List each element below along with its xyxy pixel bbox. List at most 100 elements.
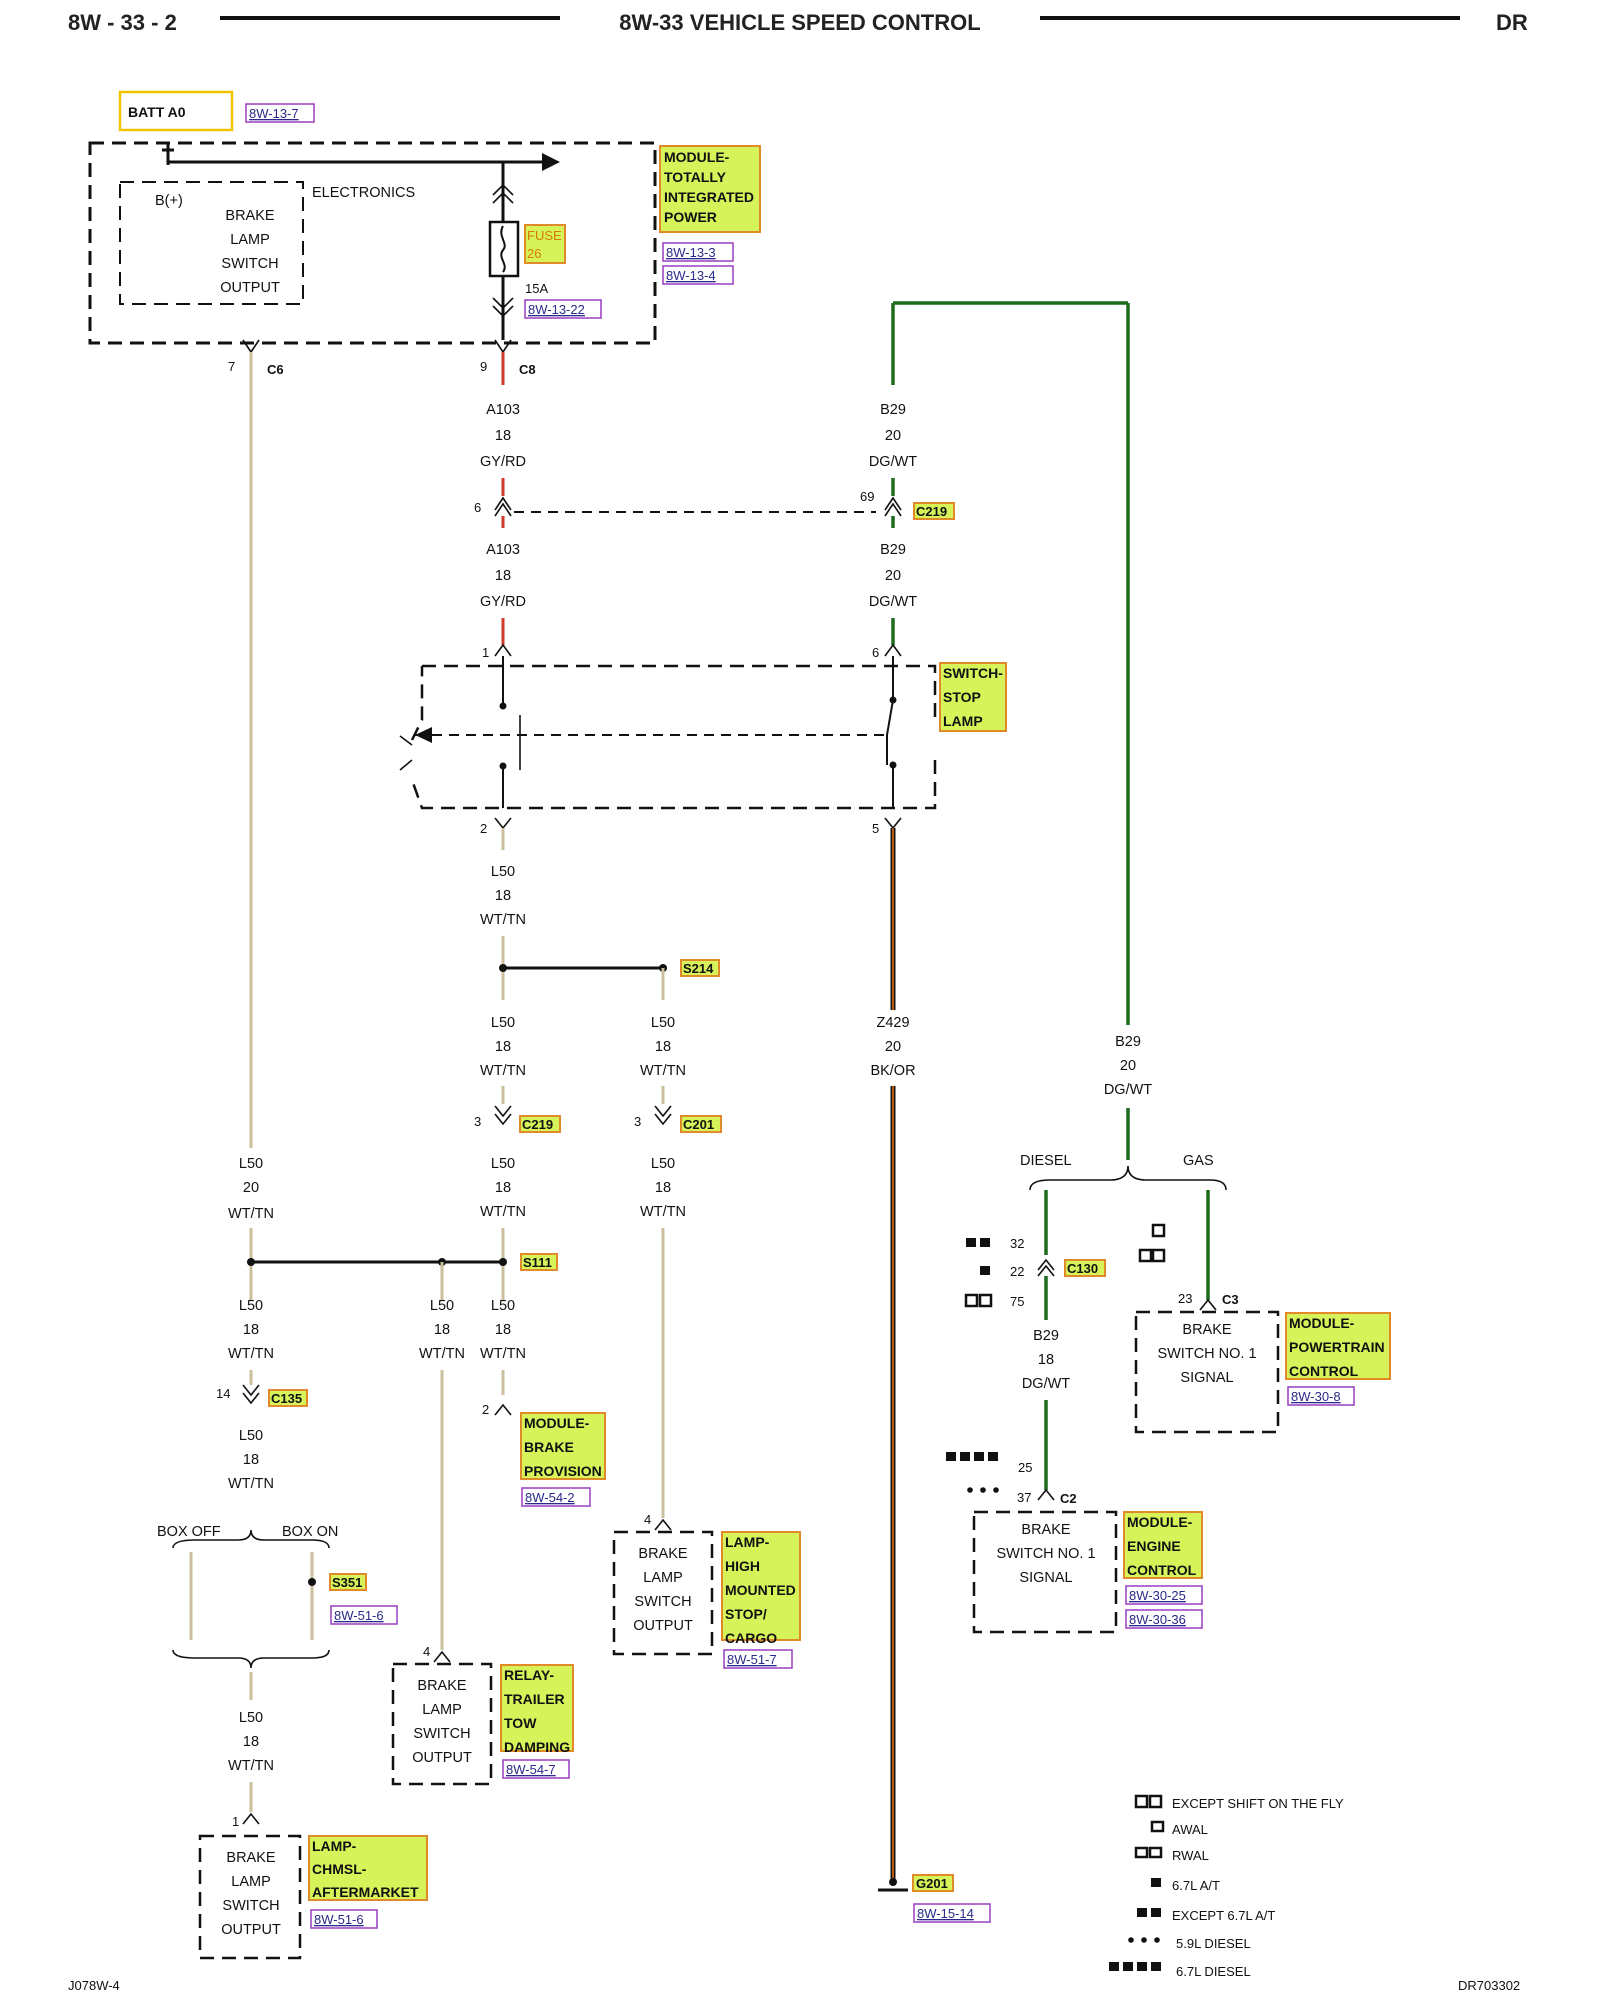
hmsl-ref-link[interactable]: 8W-51-7 — [727, 1652, 777, 1667]
hmsl-name-5: CARGO — [725, 1630, 777, 1646]
pcm-ref-box — [1287, 1386, 1355, 1406]
relay-ref-link[interactable]: 8W-54-7 — [506, 1762, 556, 1777]
fuse-bottom-terminal-icon — [492, 297, 514, 318]
c130-pin75-glyph-a-icon — [964, 1293, 979, 1308]
brake-module-name-2: BRAKE — [524, 1439, 574, 1455]
pcm-ref-link[interactable]: 8W-30-8 — [1291, 1389, 1341, 1404]
c8-pin: 9 — [480, 359, 487, 374]
hmsl-name-2: HIGH — [725, 1558, 760, 1574]
switch-pin6-connector-icon — [884, 643, 902, 657]
l50-f-color: WT/TN — [228, 1346, 274, 1362]
chmsl-am-ref-link[interactable]: 8W-51-6 — [314, 1912, 364, 1927]
tipm-name-box — [659, 145, 761, 233]
fuse-ref-box — [524, 299, 602, 319]
a103-1-circuit: A103 — [486, 402, 520, 418]
l50-h-gauge: 18 — [495, 1322, 511, 1338]
c219-label-box-a — [913, 502, 955, 520]
switch-pin2: 2 — [480, 821, 487, 836]
ecm-ref-box-1 — [1125, 1585, 1203, 1605]
ground-ref-link[interactable]: 8W-15-14 — [917, 1906, 974, 1921]
fuse-element-icon — [500, 225, 506, 273]
chmsl-am-box-line-4: OUTPUT — [221, 1922, 281, 1938]
l50-a-circuit: L50 — [491, 1015, 515, 1031]
c130-label: C130 — [1067, 1261, 1098, 1276]
switch-pin1: 1 — [482, 645, 489, 660]
c2-pin25-glyph-d-icon — [988, 1452, 998, 1461]
c2-connector-icon — [1037, 1488, 1055, 1501]
b29-2-circuit: B29 — [880, 542, 906, 558]
s214-dot-left — [499, 964, 507, 972]
batt-ref-link[interactable]: 8W-13-7 — [249, 106, 299, 121]
hmsl-output-box — [612, 1530, 714, 1656]
relay-pin: 4 — [423, 1644, 430, 1659]
brake-module-ref-box — [521, 1487, 591, 1507]
gas-label: GAS — [1183, 1153, 1214, 1169]
switch-name-1: SWITCH- — [943, 665, 1003, 681]
bplus-label: B(+) — [155, 193, 183, 209]
hmsl-name-3: MOUNTED — [725, 1582, 796, 1598]
legend-glyph-6b-icon — [1141, 1937, 1147, 1943]
b29-4-gauge: 18 — [1038, 1352, 1054, 1368]
a103-2-circuit: A103 — [486, 542, 520, 558]
legend-glyph-4-icon — [1151, 1878, 1161, 1887]
ecm-name-2: ENGINE — [1127, 1538, 1181, 1554]
z429-color: BK/OR — [870, 1063, 915, 1079]
l50-j-color: WT/TN — [228, 1758, 274, 1774]
c130-pin-32: 32 — [1010, 1236, 1024, 1251]
hmsl-ref-box — [723, 1649, 793, 1669]
hmsl-pin: 4 — [644, 1512, 651, 1527]
page-number: 8W - 33 - 2 — [68, 10, 177, 35]
l50-d-color: WT/TN — [640, 1204, 686, 1220]
s351-label: S351 — [332, 1575, 362, 1590]
legend-glyph-1b-icon — [1148, 1794, 1163, 1809]
b29-1-gauge: 20 — [885, 428, 901, 444]
pcm-name-3: CONTROL — [1289, 1363, 1359, 1379]
batt-ref-box — [245, 103, 315, 123]
c135-label-box — [268, 1389, 308, 1407]
tipm-ref-link-1[interactable]: 8W-13-3 — [666, 245, 716, 260]
fuse-ref-link[interactable]: 8W-13-22 — [528, 302, 585, 317]
switch-blade-b-upper — [886, 699, 894, 736]
c219-pin6: 6 — [474, 500, 481, 515]
tipm-name-4: POWER — [664, 209, 717, 225]
fuse-amperage: 15A — [525, 281, 548, 296]
tipm-ref-link-2[interactable]: 8W-13-4 — [666, 268, 716, 283]
relay-connector-icon — [433, 1650, 451, 1663]
c201-label: C201 — [683, 1117, 714, 1132]
switch-name-3: LAMP — [943, 713, 983, 729]
pcm-box-line-2: SWITCH NO. 1 — [1157, 1346, 1256, 1362]
box-off-label: BOX OFF — [157, 1524, 221, 1540]
ground-label: G201 — [916, 1876, 948, 1891]
c2-pin37-glyph-a-icon — [967, 1487, 973, 1493]
fuse-top-terminal-icon — [492, 183, 514, 204]
ecm-ref-link-1[interactable]: 8W-30-25 — [1129, 1588, 1186, 1603]
legend-item-1: EXCEPT SHIFT ON THE FLY — [1172, 1796, 1344, 1811]
l50-i-gauge: 18 — [243, 1452, 259, 1468]
gas-glyph-b-icon — [1151, 1248, 1166, 1263]
brake-module-pin: 2 — [482, 1402, 489, 1417]
b29-4-color: DG/WT — [1022, 1376, 1070, 1392]
l50-a-color: WT/TN — [480, 1063, 526, 1079]
brake-module-ref-link[interactable]: 8W-54-2 — [525, 1490, 575, 1505]
l50-b-gauge: 18 — [655, 1039, 671, 1055]
l50-c-color: WT/TN — [480, 1204, 526, 1220]
legend-item-2: AWAL — [1172, 1822, 1208, 1837]
z429-gauge: 20 — [885, 1039, 901, 1055]
hmsl-box-line-4: OUTPUT — [633, 1618, 693, 1634]
legend-glyph-6c-icon — [1154, 1937, 1160, 1943]
diesel-label: DIESEL — [1020, 1153, 1072, 1169]
relay-ref-box — [502, 1759, 570, 1779]
ecm-ref-link-2[interactable]: 8W-30-36 — [1129, 1612, 1186, 1627]
electronics-label: ELECTRONICS — [312, 185, 415, 201]
s351-ref-link[interactable]: 8W-51-6 — [334, 1608, 384, 1623]
s111-label: S111 — [523, 1255, 552, 1270]
ecm-name-box — [1123, 1511, 1203, 1579]
l50-b-circuit: L50 — [651, 1015, 675, 1031]
c219-pin3-connector-icon — [494, 1105, 512, 1126]
a103-1-gauge: 18 — [495, 428, 511, 444]
c135-connector-icon — [242, 1384, 260, 1405]
c130-label-box — [1064, 1259, 1106, 1277]
pcm-box-line-1: BRAKE — [1182, 1322, 1231, 1338]
l50-d-circuit: L50 — [651, 1156, 675, 1172]
c2-pin25-glyph-c-icon — [974, 1452, 984, 1461]
